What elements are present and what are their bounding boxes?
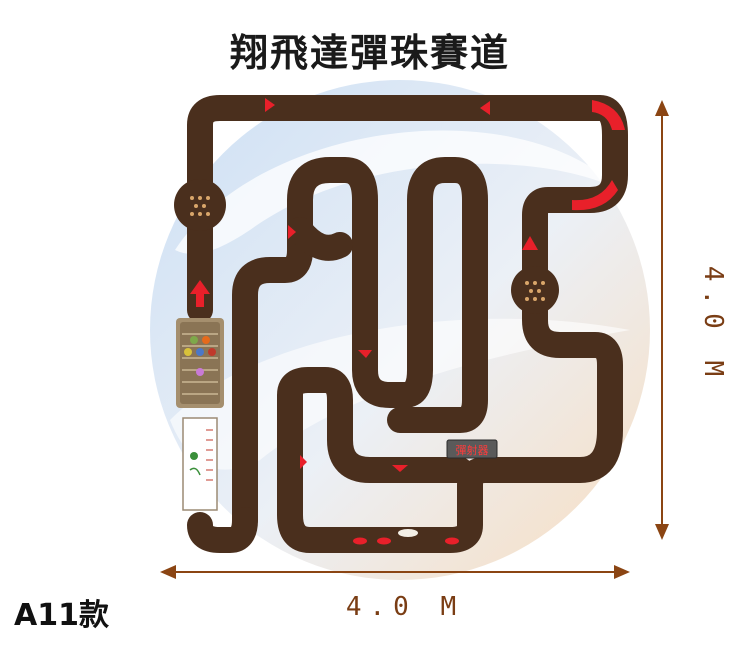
- track-outer-top: [187, 95, 628, 553]
- model-label: A11款: [14, 598, 109, 633]
- marble-tray: [176, 318, 224, 408]
- funnel-pads: [174, 179, 559, 314]
- track-inner-link: [287, 217, 353, 261]
- page-title: 翔飛達彈珠賽道: [229, 31, 510, 75]
- track-left-bottom: [187, 507, 258, 553]
- track-inner-serpentine: [232, 157, 488, 533]
- launcher-label: 彈射器: [456, 443, 489, 457]
- marble-track: [187, 95, 628, 553]
- launcher-plate: 彈射器: [446, 439, 498, 459]
- plunger: [182, 417, 218, 511]
- width-dimension: [160, 565, 630, 579]
- width-label: 4.0 M: [346, 592, 464, 622]
- marble-exit-hole: [398, 529, 418, 537]
- height-label: 4.0 M: [698, 266, 728, 384]
- background-emblem: [150, 80, 650, 580]
- height-dimension: [655, 100, 669, 540]
- up-arrow-icon: [190, 280, 210, 307]
- red-markers: [265, 98, 625, 545]
